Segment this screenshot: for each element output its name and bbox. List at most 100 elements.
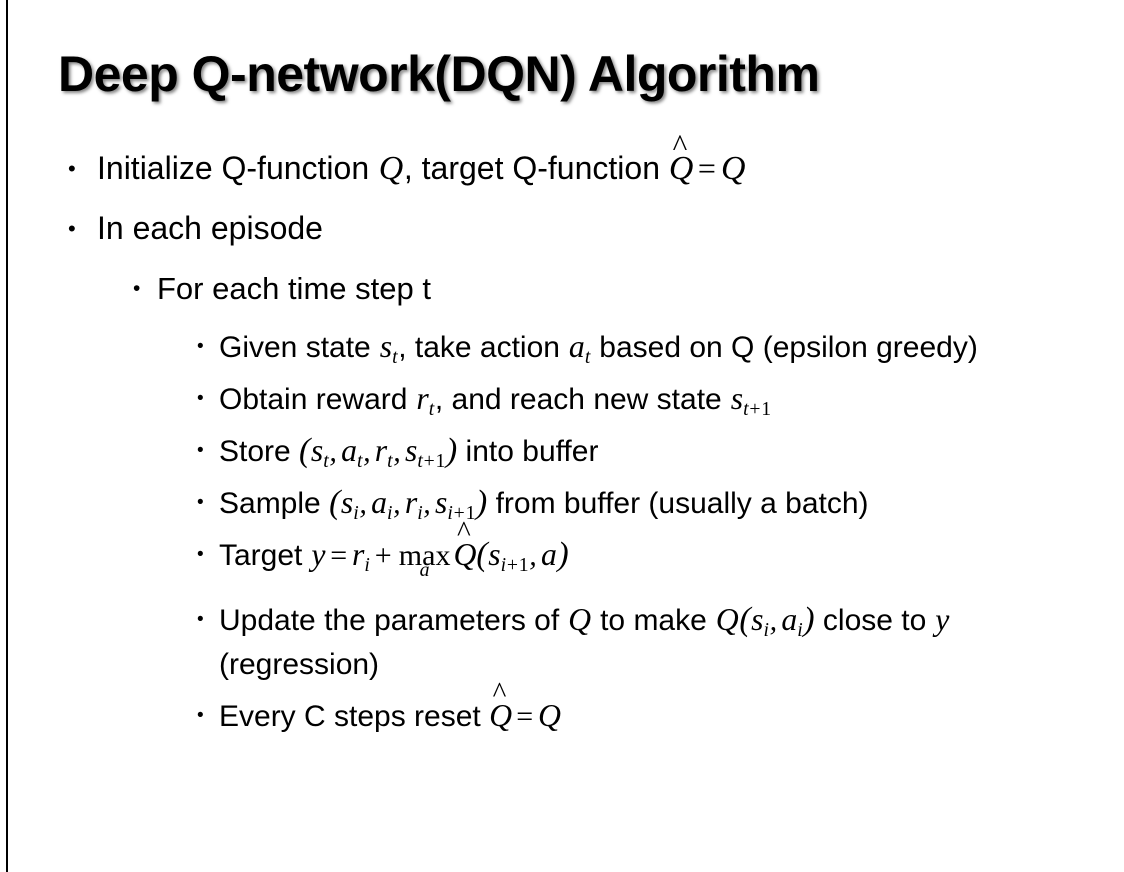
subscript-operator-plus: + [749,397,761,420]
subscript-operator-plus: + [506,553,518,576]
math-var-s: st+1 [404,433,446,471]
math-comma: , [769,604,778,637]
math-subscript: i [364,553,370,576]
math-paren-open: ( [739,601,751,638]
math-var-s: si [340,485,359,523]
bullet-marker-icon: • [133,277,141,300]
max-limit-variable: a [419,559,430,582]
bullet-marker-icon: • [197,492,204,513]
math-subscript: i [417,501,423,524]
math-comma: , [363,435,371,468]
list-item: • Given state st, take action at based o… [0,325,1124,370]
math-var-r: ri [351,537,370,575]
bullet-marker-icon: • [197,609,204,630]
math-var-s: si+1 [488,537,530,575]
math-var-r: ri [404,485,423,523]
math-comma: , [329,435,337,468]
math-var-base: s [751,602,764,637]
math-var-base: s [310,433,324,468]
list-item: • Update the parameters of Q to make Q(s… [0,598,1124,687]
math-comma: , [529,539,537,572]
math-var-a: at [568,329,591,367]
math-subscript: t [323,449,329,472]
math-var-q-hat: ^Q [669,130,694,191]
math-var-base: r [416,381,429,416]
math-var-a: at [340,433,363,471]
math-comma: , [423,487,431,520]
list-item: • In each episode [0,206,1124,251]
math-var-q: Q [537,698,561,733]
text-run: (regression) [219,648,380,681]
circumflex-accent-icon: ^ [456,516,471,549]
math-paren-close: ) [803,601,815,638]
subscript-var: i [447,501,453,524]
circumflex-accent-icon: ^ [492,677,507,710]
math-subscript: i+1 [447,502,475,524]
text-run: close to [814,604,935,637]
bullet-marker-icon: • [197,544,204,565]
list-item-text: For each time step t [157,271,431,306]
bullet-marker-icon: • [68,156,76,181]
math-var-a: a [540,537,557,572]
math-paren-open: ( [299,432,311,469]
list-item-text: Obtain reward rt, and reach new state st… [219,377,1089,422]
math-var-a: ai [781,602,804,640]
math-var-base: Q [489,698,513,733]
math-var-q: Q [378,150,404,187]
subscript-number: 1 [761,397,772,420]
text-run: to make [591,604,716,637]
bullet-marker-icon: • [197,388,204,409]
math-var-base: r [352,537,365,572]
list-item-text: Store (st,at,rt,st+1) into buffer [219,429,1089,474]
subscript-number: 1 [518,553,529,576]
math-var-base: Q [453,537,477,572]
text-run: Every C steps reset [219,700,490,733]
subscript-var: t [417,449,423,472]
math-var-base: a [781,602,798,637]
subscript-var: t [743,397,749,420]
list-item: • Initialize Q-function Q, target Q-func… [0,130,1124,191]
math-var-base: s [340,485,354,520]
list-item-text: In each episode [97,210,323,246]
text-run: Update the parameters of [219,604,568,637]
list-item: • Sample (si,ai,ri,si+1) from buffer (us… [0,481,1124,526]
math-var-r: rt [416,381,435,419]
math-subscript: i+1 [501,554,529,576]
math-operator-equals: = [516,700,534,733]
list-item: • For each time step t [0,266,1124,311]
list-item: • Store (st,at,rt,st+1) into buffer [0,429,1124,474]
max-label: max [398,539,451,572]
subscript-operator-plus: + [423,449,435,472]
text-run: from buffer (usually a batch) [487,487,869,520]
math-comma: , [393,487,401,520]
text-run: , and reach new state [434,383,731,416]
math-subscript: t [584,345,591,368]
math-var-q: Q [721,150,746,187]
math-var-s: si+1 [434,485,476,523]
page-title: Deep Q-network(DQN) Algorithm [58,46,820,102]
math-operator-plus: + [374,539,392,572]
math-var-q: Q [715,602,739,637]
bullet-list: • Initialize Q-function Q, target Q-func… [0,130,1124,746]
math-var-base: r [404,485,418,520]
math-var-base: a [341,433,357,468]
math-subscript: i [353,501,359,524]
math-var-q: Q [568,602,592,637]
math-var-s: st [379,329,398,367]
math-var-q-hat: ^Q [453,518,477,577]
math-subscript: i [763,618,770,641]
math-var-base: s [379,329,393,364]
math-paren-open: ( [329,484,341,521]
text-run: , take action [398,331,569,364]
math-var-s: st [310,433,329,471]
math-var-r: rt [374,433,393,471]
math-var-base: r [374,433,388,468]
math-subscript: i [797,618,803,641]
circumflex-accent-icon: ^ [672,128,688,164]
math-var-s: st+1 [730,381,772,419]
text-run: Initialize Q-function [97,150,379,186]
text-run: based on Q (epsilon greedy) [590,331,978,364]
subscript-number: 1 [465,501,476,524]
